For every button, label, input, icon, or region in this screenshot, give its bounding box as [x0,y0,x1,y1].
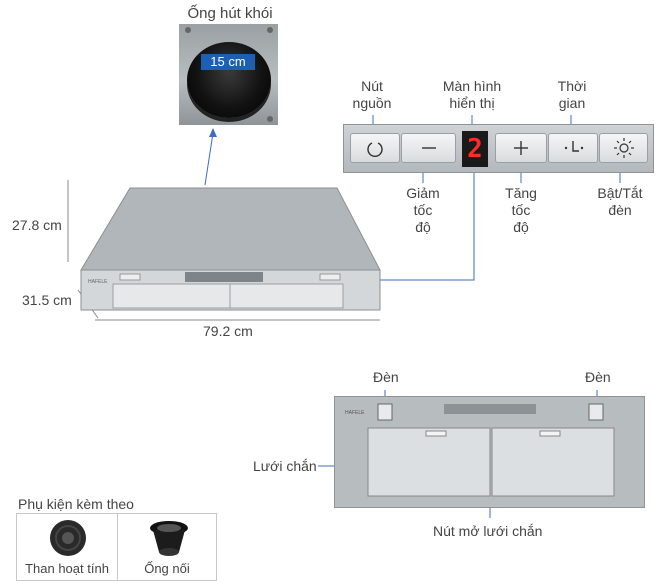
label-light-right: Đèn [585,369,611,385]
duct-diameter: 15 cm [201,54,255,70]
minus-icon [421,147,436,149]
speed-display: 2 [462,131,488,167]
hood-top-view [80,187,381,311]
dim-depth: 31.5 cm [22,292,72,308]
duct-photo: 15 cm [179,24,278,125]
duct-label: Ống hút khói [187,5,273,22]
timer-button[interactable] [548,133,598,163]
accessories-divider [117,514,118,580]
power-button[interactable] [350,133,400,163]
dim-height: 27.8 cm [12,217,62,233]
plus-icon [514,141,528,155]
increase-speed-button[interactable] [495,133,547,163]
hood-front-view [334,396,645,508]
accessories-box: Than hoạt tính Ống nối [16,513,217,581]
dim-width: 79.2 cm [203,323,253,339]
timer-icon [564,141,584,152]
label-light-left: Đèn [373,369,399,385]
light-toggle-button[interactable] [599,133,648,163]
label-filter: Lưới chắn [253,458,317,474]
label-filter-release: Nút mở lưới chắn [433,523,543,539]
accessories-title: Phụ kiện kèm theo [18,496,134,512]
power-icon [367,142,383,158]
brand-mark-front: HAFELE [345,410,365,416]
carbon-filter-icon [50,520,86,556]
accessory-carbon: Than hoạt tính [25,561,109,576]
brand-mark-top: HAFELE [88,279,108,285]
light-icon [613,138,634,158]
duct-connector-icon [150,521,188,556]
decrease-speed-button[interactable] [401,133,456,163]
accessory-connector: Ống nối [144,561,190,576]
control-panel: 2 [343,124,654,173]
